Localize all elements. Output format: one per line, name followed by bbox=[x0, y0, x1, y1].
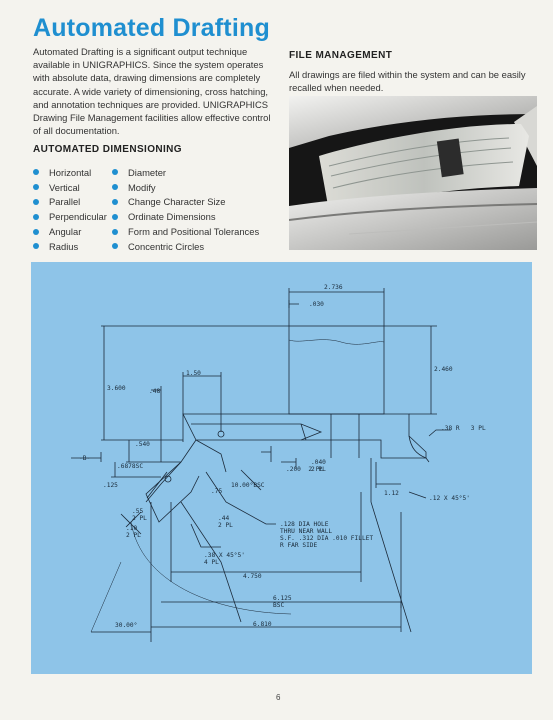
bullet-icon bbox=[112, 213, 118, 220]
list-item: Horizontal bbox=[33, 165, 107, 180]
dim-4750: 4.750 bbox=[243, 573, 262, 580]
bullet-icon bbox=[112, 198, 118, 205]
dim-75: .75 bbox=[211, 488, 223, 495]
dim-6810: 6.810 bbox=[253, 621, 272, 628]
dim-6125: 6.125 BSC bbox=[273, 595, 292, 609]
bullet-icon bbox=[112, 169, 118, 176]
list-item: Modify bbox=[112, 180, 259, 195]
list-item: Change Character Size bbox=[112, 195, 259, 210]
dim-3600: 3.600 bbox=[107, 385, 126, 392]
dim-125: .125 bbox=[103, 482, 118, 489]
dim-1000: 10.00°BSC bbox=[231, 482, 265, 489]
drawing-lines bbox=[71, 288, 451, 642]
page-title: Automated Drafting bbox=[33, 14, 270, 42]
bullet-icon bbox=[112, 243, 118, 250]
dim-150: 1.50 bbox=[186, 370, 201, 377]
list-item: Parallel bbox=[33, 195, 107, 210]
bullet-icon bbox=[33, 198, 39, 205]
bullet-icon bbox=[33, 243, 39, 250]
dim-540: .540 bbox=[135, 441, 150, 448]
plotter-photo-image bbox=[289, 96, 537, 250]
technical-drawing: 2.736 .030 2.460 3.600 1.50 .48 .540 -B-… bbox=[31, 262, 532, 674]
bullet-icon bbox=[33, 184, 39, 191]
bullet-icon bbox=[112, 184, 118, 191]
dim-200: .200 2 PL bbox=[286, 466, 324, 473]
list-item: Form and Positional Tolerances bbox=[112, 224, 259, 239]
dim-55: .55 2 PL bbox=[132, 508, 147, 522]
dim-112: 1.12 bbox=[384, 490, 399, 497]
dim-10: .10 2 PL bbox=[126, 525, 141, 539]
datum-b: -B- bbox=[79, 455, 91, 462]
bullet-icon bbox=[112, 228, 118, 235]
intro-paragraph: Automated Drafting is a significant outp… bbox=[33, 46, 271, 137]
dim-44: .44 2 PL bbox=[218, 515, 233, 529]
dim-2460: 2.460 bbox=[434, 366, 453, 373]
file-management-heading: FILE MANAGEMENT bbox=[289, 50, 393, 61]
dim-chamfer-38: .38 X 45°5' 4 PL bbox=[204, 552, 245, 566]
dim-6878: .6878SC bbox=[117, 463, 144, 470]
hole-note: .128 DIA HOLE THRU NEAR WALL S.F. .312 D… bbox=[280, 521, 374, 549]
dim-48: .48 bbox=[149, 388, 161, 395]
dimensioning-list-right: Diameter Modify Change Character Size Or… bbox=[112, 165, 259, 254]
list-item: Perpendicular bbox=[33, 209, 107, 224]
dim-38r: .38 R 3 PL bbox=[441, 425, 486, 432]
list-item: Concentric Circles bbox=[112, 239, 259, 254]
bullet-icon bbox=[33, 228, 39, 235]
dimensioning-heading: AUTOMATED DIMENSIONING bbox=[33, 144, 182, 155]
bullet-icon bbox=[33, 169, 39, 176]
list-item: Radius bbox=[33, 239, 107, 254]
page-number: 6 bbox=[276, 693, 281, 702]
bullet-icon bbox=[33, 213, 39, 220]
list-item: Diameter bbox=[112, 165, 259, 180]
list-item: Angular bbox=[33, 224, 107, 239]
list-item: Vertical bbox=[33, 180, 107, 195]
dim-040: .040 2 PL bbox=[311, 459, 326, 473]
list-item: Ordinate Dimensions bbox=[112, 209, 259, 224]
dim-chamfer-12: .12 X 45°5' bbox=[429, 495, 470, 502]
dim-angle-30: 30.00° bbox=[115, 622, 138, 629]
plotter-photo bbox=[289, 96, 537, 250]
dim-030: .030 bbox=[309, 301, 324, 308]
dimensioning-list-left: Horizontal Vertical Parallel Perpendicul… bbox=[33, 165, 107, 254]
file-management-text: All drawings are filed within the system… bbox=[289, 69, 526, 94]
dim-2736: 2.736 bbox=[324, 284, 343, 291]
